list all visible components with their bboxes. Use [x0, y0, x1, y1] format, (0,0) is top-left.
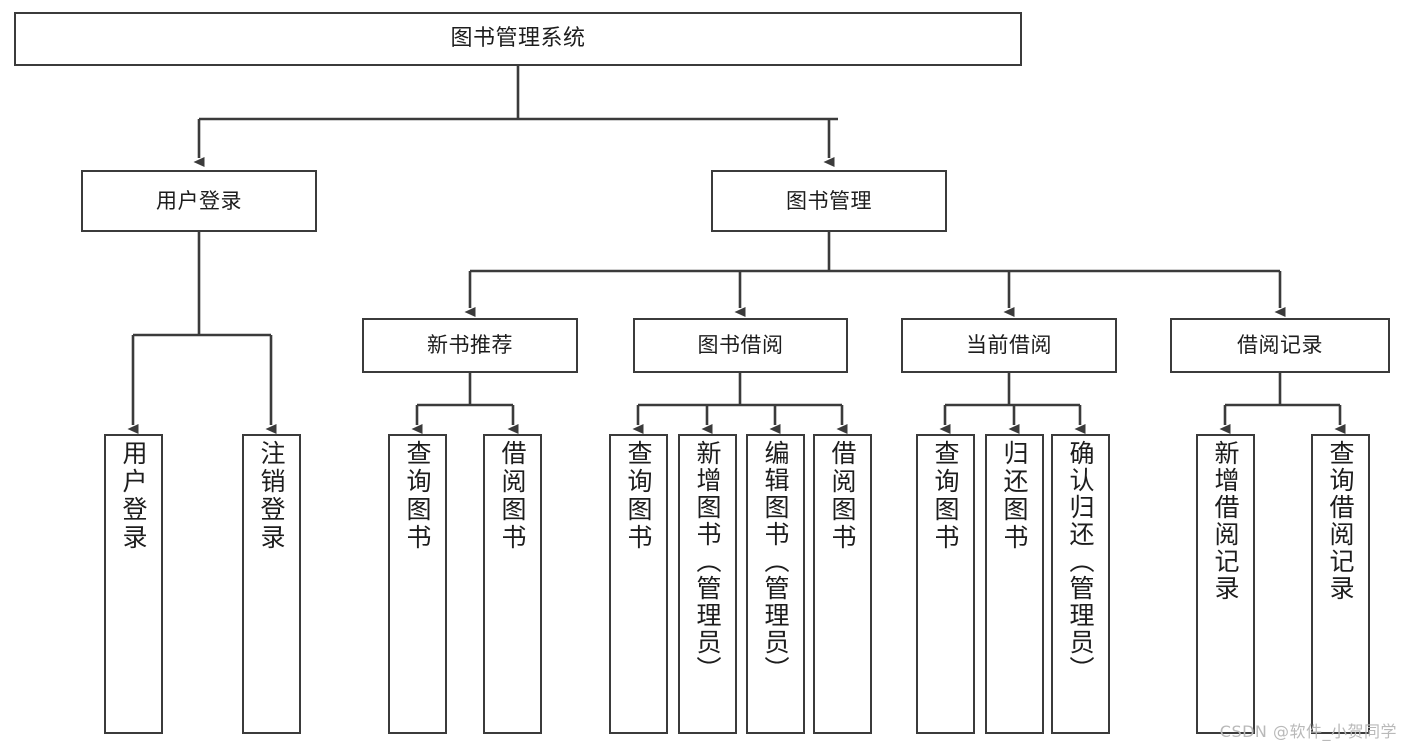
node-label: 编辑图书（管理员）	[761, 440, 790, 683]
node-label: 图书管理系统	[450, 26, 586, 52]
node-label: 图书管理	[786, 188, 872, 213]
node-leaf-edit-book[interactable]: 编辑图书（管理员）	[746, 434, 805, 734]
node-new-book-rec[interactable]: 新书推荐	[362, 318, 578, 373]
node-label: 借阅图书	[498, 440, 527, 552]
node-label: 确认归还（管理员）	[1066, 440, 1095, 683]
node-label: 新书推荐	[427, 333, 513, 358]
node-book-borrow[interactable]: 图书借阅	[633, 318, 848, 373]
node-leaf-borrow-book-2[interactable]: 借阅图书	[813, 434, 872, 734]
node-label: 图书借阅	[697, 333, 784, 358]
node-leaf-add-book[interactable]: 新增图书（管理员）	[678, 434, 737, 734]
node-label: 借阅图书	[828, 440, 857, 552]
node-label: 新增图书（管理员）	[693, 440, 722, 683]
node-label: 查询图书	[624, 440, 653, 552]
node-label: 注销登录	[257, 440, 286, 552]
node-borrow-record[interactable]: 借阅记录	[1170, 318, 1390, 373]
watermark: CSDN @软件_小贺同学	[1219, 722, 1397, 741]
node-leaf-user-login[interactable]: 用户登录	[104, 434, 163, 734]
node-leaf-query-record[interactable]: 查询借阅记录	[1311, 434, 1370, 734]
node-leaf-logout[interactable]: 注销登录	[242, 434, 301, 734]
node-book-manage[interactable]: 图书管理	[711, 170, 947, 232]
node-label: 用户登录	[156, 188, 242, 213]
node-user-login[interactable]: 用户登录	[81, 170, 317, 232]
node-label: 用户登录	[119, 440, 148, 552]
node-root-system[interactable]: 图书管理系统	[14, 12, 1022, 66]
node-label: 借阅记录	[1237, 333, 1323, 358]
node-label: 新增借阅记录	[1211, 440, 1240, 602]
node-label: 归还图书	[1000, 440, 1029, 552]
node-label: 查询图书	[403, 440, 432, 552]
node-leaf-confirm-return[interactable]: 确认归还（管理员）	[1051, 434, 1110, 734]
node-leaf-query-book-3[interactable]: 查询图书	[916, 434, 975, 734]
node-label: 当前借阅	[966, 333, 1052, 358]
node-leaf-add-record[interactable]: 新增借阅记录	[1196, 434, 1255, 734]
node-leaf-query-book-1[interactable]: 查询图书	[388, 434, 447, 734]
node-label: 查询图书	[931, 440, 960, 552]
node-leaf-return-book[interactable]: 归还图书	[985, 434, 1044, 734]
node-label: 查询借阅记录	[1326, 440, 1355, 602]
node-leaf-query-book-2[interactable]: 查询图书	[609, 434, 668, 734]
node-current-borrow[interactable]: 当前借阅	[901, 318, 1117, 373]
node-leaf-borrow-book-1[interactable]: 借阅图书	[483, 434, 542, 734]
